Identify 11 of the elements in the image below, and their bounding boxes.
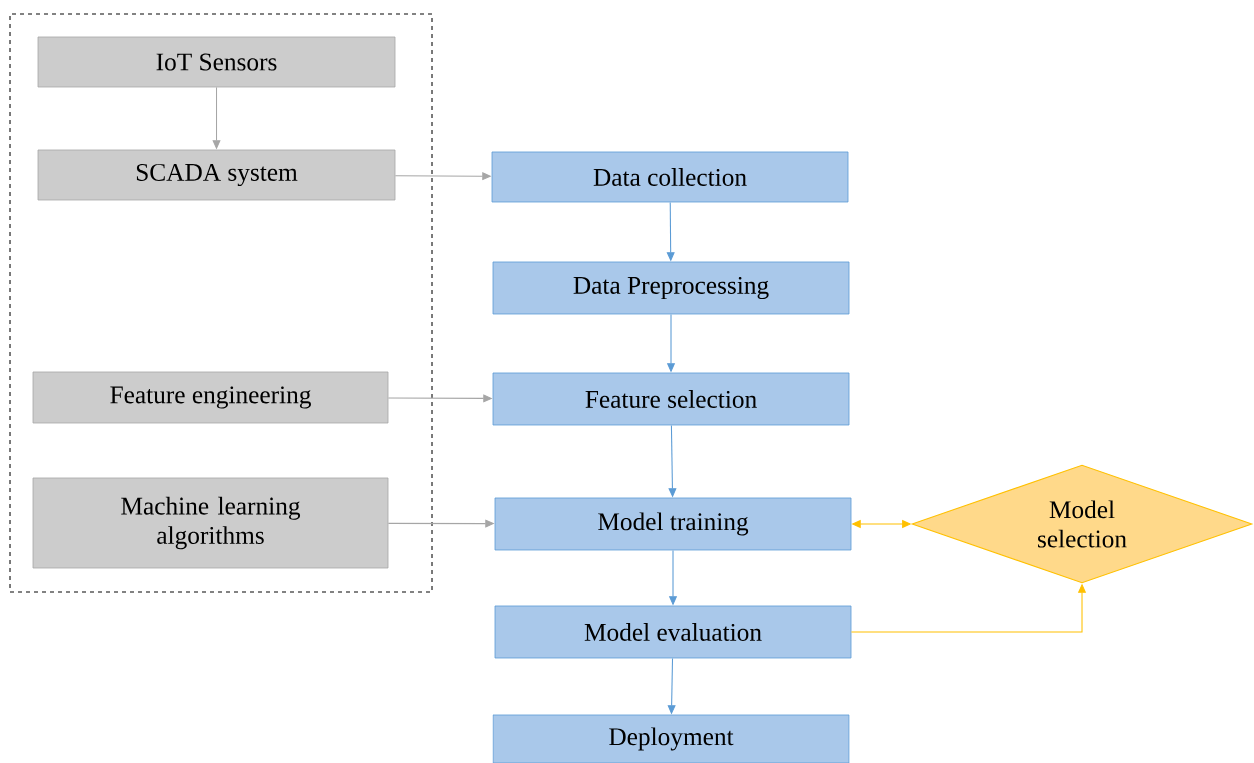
process-box: Model evaluation xyxy=(494,605,852,659)
process-box: IoT Sensors xyxy=(37,36,396,88)
process-box: Feature selection xyxy=(492,372,850,426)
process-box: Feature engineering xyxy=(32,371,389,424)
process-box: Data Preprocessing xyxy=(492,261,850,315)
dashed-group-box xyxy=(9,13,433,593)
process-box: Data collection xyxy=(491,151,849,203)
process-box: Machine learning algorithms xyxy=(32,477,389,569)
process-box: Model training xyxy=(494,497,852,551)
process-box: Deployment xyxy=(492,714,850,763)
process-box: SCADA system xyxy=(37,149,396,201)
